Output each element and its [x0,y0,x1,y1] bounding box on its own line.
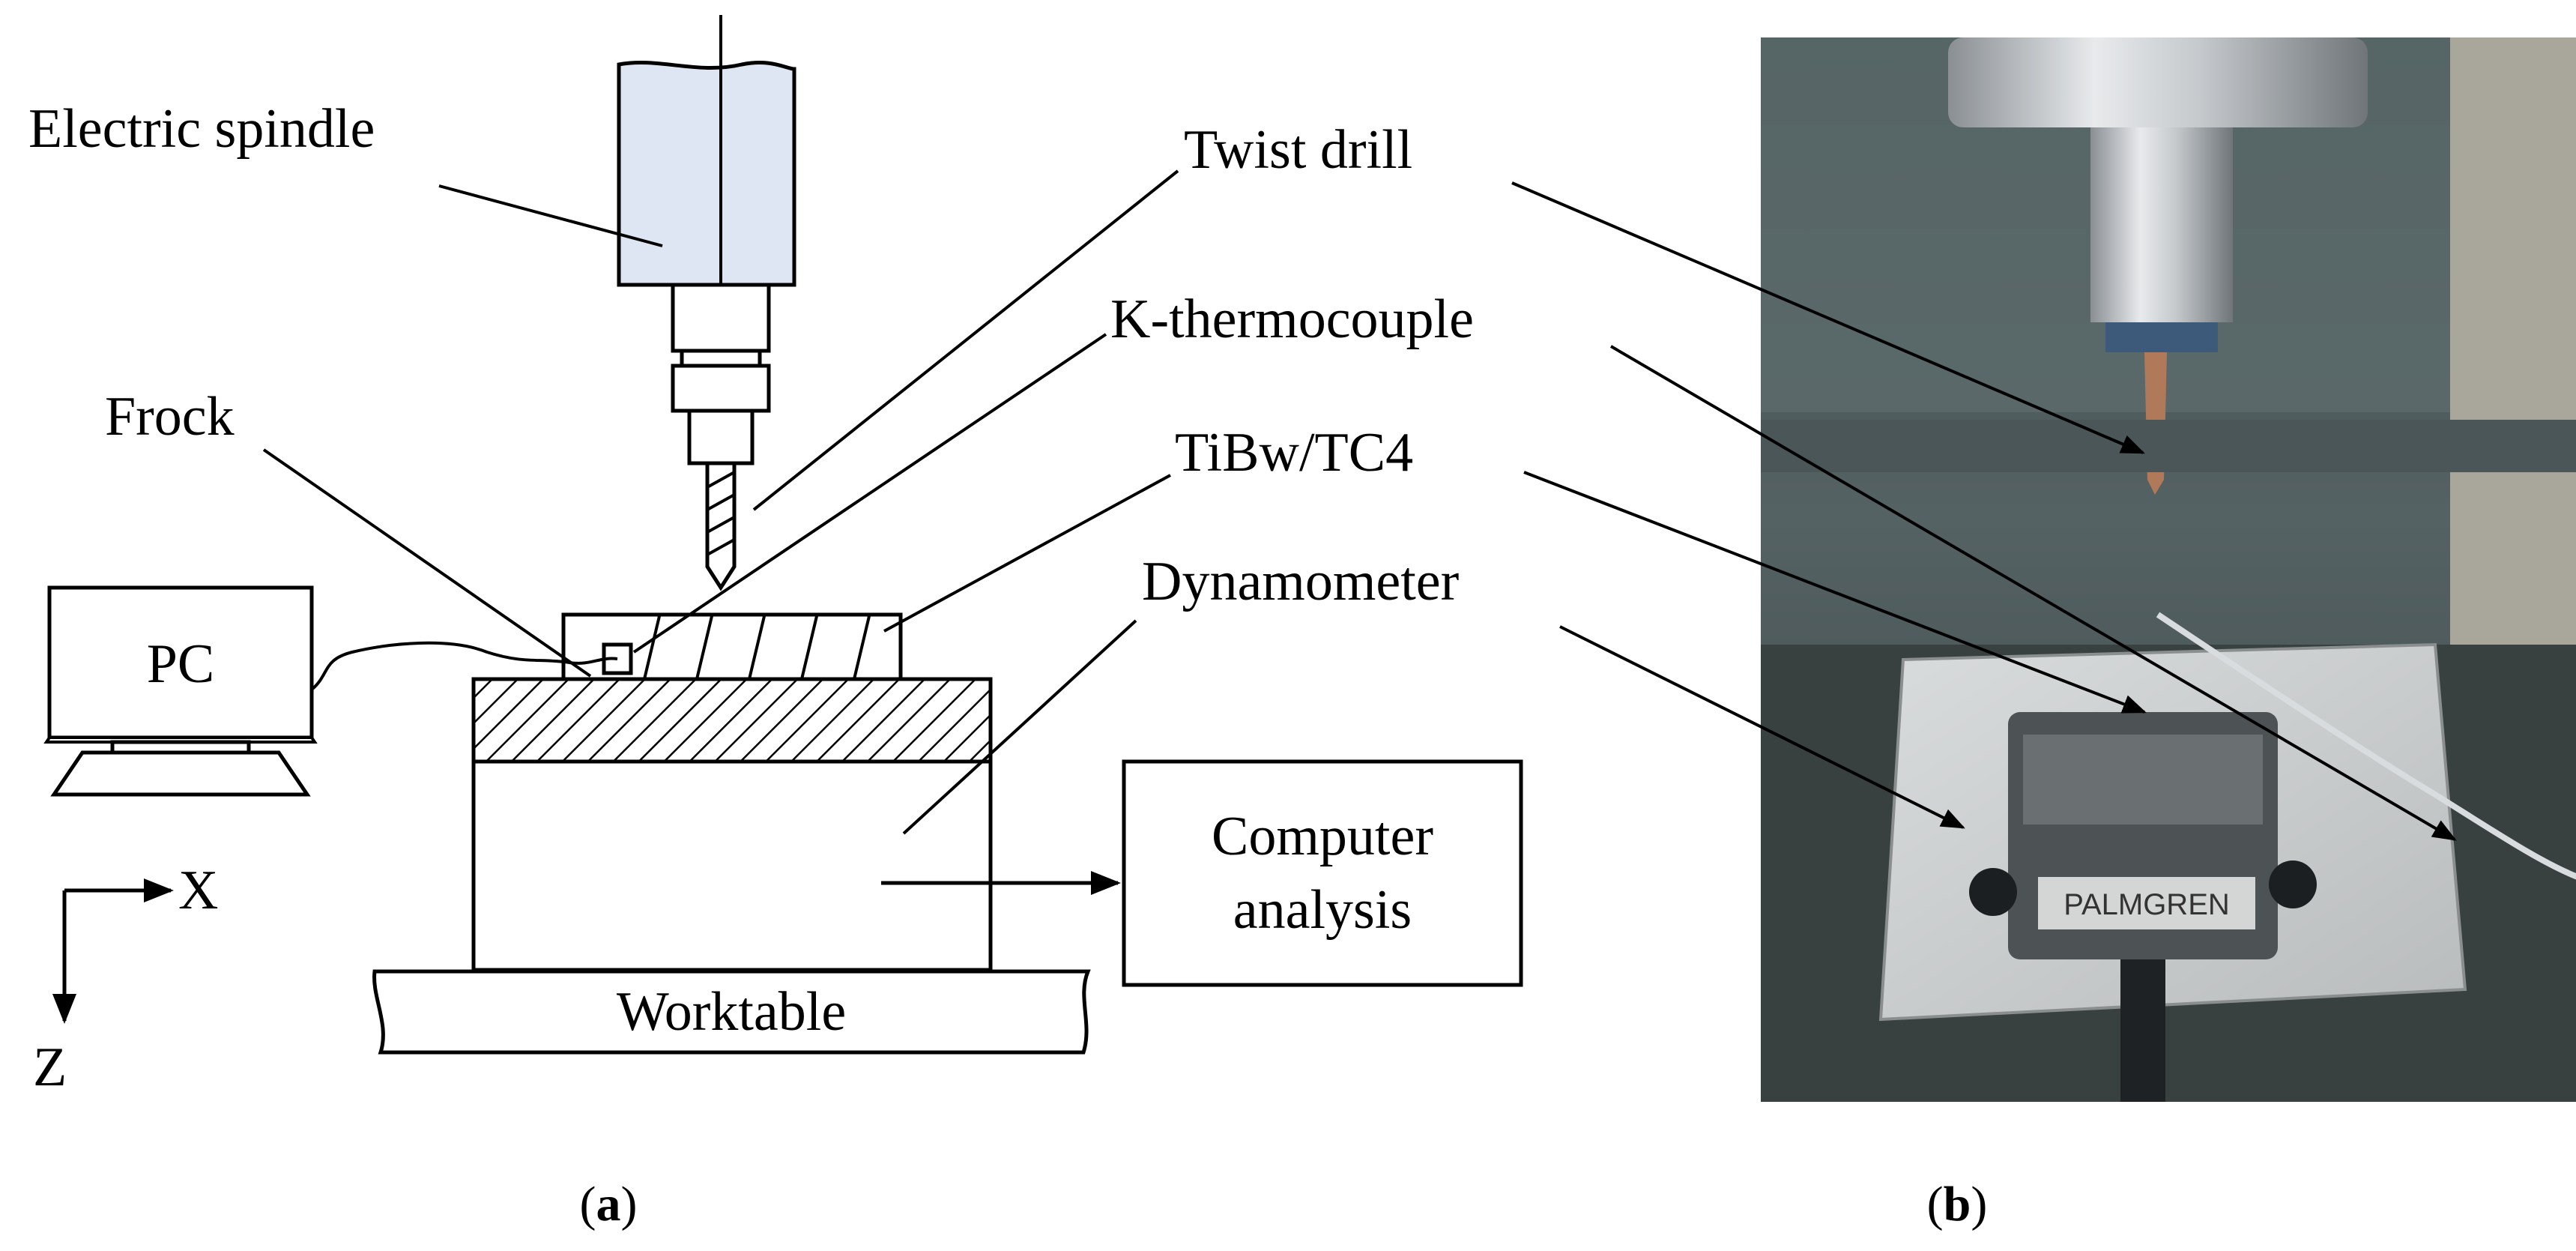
photo-vise-brand: PALMGREN [2063,888,2230,921]
axis-indicator [52,878,174,1024]
spindle-collar-lower [671,364,771,413]
leader-dynamometer [902,619,1137,835]
dynamometer-block [471,759,993,972]
dynamometer-label: Dynamometer [1142,551,1459,612]
caption-b: (b) [1927,1177,1988,1232]
photo-vise-screw [2120,959,2165,1102]
photo-thermocouple-wire [2156,612,2576,880]
leader-arrows-photo [1511,181,2457,841]
leader-twist-drill [752,169,1179,511]
arrow-dynamometer [1559,625,1965,829]
pc-monitor [43,585,318,797]
frock-fixture [471,677,993,764]
axis-z-label: Z [33,1037,67,1098]
photo-spindle-nose [2105,322,2218,352]
svg-text:(b): (b) [1927,1177,1988,1232]
arrow-tibw-tc4 [1523,471,2147,714]
axis-x-label: X [178,860,218,921]
twist-drill-label: Twist drill [1184,119,1412,181]
electric-spindle-label: Electric spindle [28,98,375,160]
arrow-twist-drill [1511,181,2145,454]
twist-drill [705,461,737,591]
arrow-k-thermocouple [1609,345,2457,841]
frock-label: Frock [105,386,235,447]
leader-lines-schematic [262,169,1179,835]
photo-bolt-left [1969,868,2017,916]
photo-vise-jaw [2023,735,2263,825]
schematic-panel: Worktable PC Computer analysis X Z Elect… [28,15,1523,1098]
svg-text:(a): (a) [580,1177,638,1232]
leader-electric-spindle [438,184,663,247]
leader-tibw-tc4 [883,474,1171,633]
spindle-collar-middle [680,349,762,368]
caption-a-letter: a [596,1177,621,1232]
pc-label: PC [147,633,215,695]
photo-vise-plate [2038,877,2255,929]
photo-spindle-top [1948,37,2368,127]
computer-analysis-label-line1: Computer [1212,806,1433,867]
tool-holder [687,409,755,465]
k-thermocouple-label: K-thermocouple [1110,289,1474,350]
tibw-tc4-label: TiBw/TC4 [1175,422,1413,483]
leader-frock [262,448,592,678]
photo-bolt-right [2269,860,2317,908]
computer-analysis-label-line2: analysis [1233,879,1412,941]
photo-panel: PALMGREN [1511,37,2576,1102]
photo-spindle-body [2090,127,2233,322]
leader-k-thermocouple [632,333,1107,654]
worktable-label: Worktable [617,981,846,1043]
photo-machine-rail [1761,420,2576,472]
thermocouple-cable [310,641,618,691]
worktable [372,969,1091,1055]
spindle-collar-upper [671,283,771,353]
computer-analysis-box [1122,759,1523,987]
electric-spindle-body [617,61,796,287]
caption-a: (a) [580,1177,638,1232]
caption-b-letter: b [1944,1177,1971,1232]
